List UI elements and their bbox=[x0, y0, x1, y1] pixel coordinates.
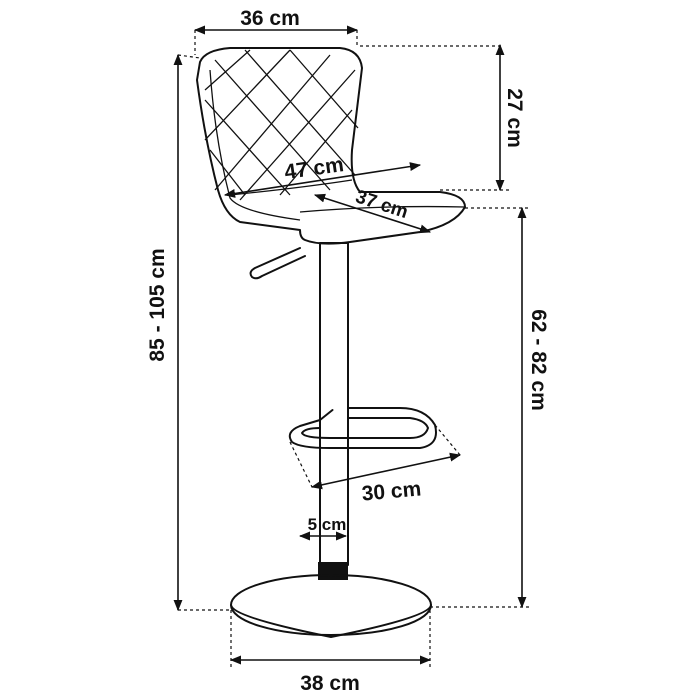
seat-diagonal-label: 47 cm bbox=[283, 153, 345, 184]
round-base bbox=[230, 574, 432, 636]
backrest-height-label: 27 cm bbox=[503, 88, 526, 148]
footrest-label: 30 cm bbox=[361, 477, 422, 505]
seat-width-label: 36 cm bbox=[240, 7, 300, 30]
height-lever bbox=[249, 247, 306, 280]
dimension-lines bbox=[173, 25, 530, 668]
pole-diameter-label: 5 cm bbox=[308, 515, 347, 534]
seat-shell bbox=[196, 47, 466, 245]
total-height-label: 85 - 105 cm bbox=[146, 248, 169, 361]
seat-height-label: 62 - 82 cm bbox=[527, 309, 550, 411]
base-diameter-label: 38 cm bbox=[300, 672, 360, 695]
footrest-ring bbox=[288, 407, 437, 449]
